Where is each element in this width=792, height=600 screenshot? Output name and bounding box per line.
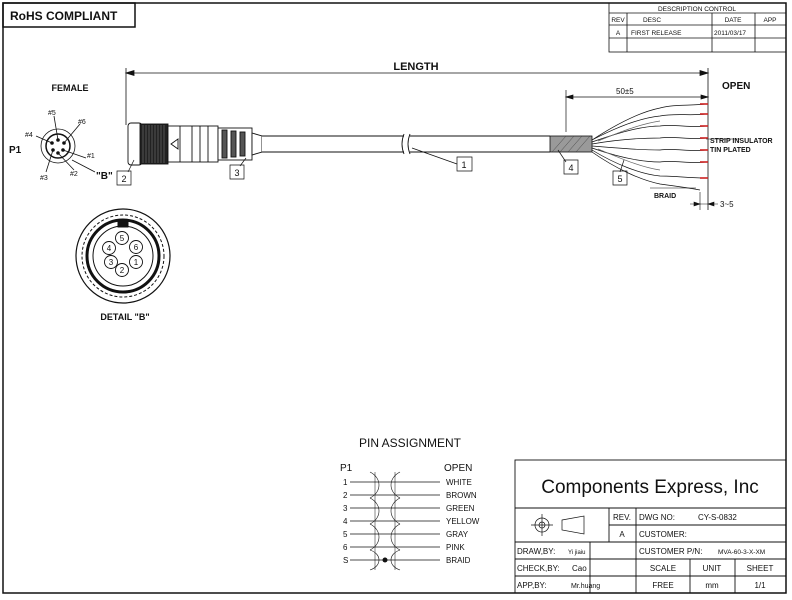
detail-b-pins bbox=[102, 231, 143, 277]
pin-assignment-lines bbox=[350, 471, 440, 571]
p1-label: P1 bbox=[9, 145, 22, 156]
balloon-1-label: 1 bbox=[461, 160, 466, 170]
rev-value: A bbox=[619, 530, 625, 539]
braid-section bbox=[549, 135, 593, 153]
customer-pn-value: MVA-60-3-X-XM bbox=[718, 549, 765, 556]
connector-face-small bbox=[35, 115, 96, 173]
balloon-3-label: 3 bbox=[234, 168, 239, 178]
company-name: Components Express, Inc bbox=[541, 477, 759, 498]
pin-label-4: #4 bbox=[25, 132, 33, 139]
detail-b-view bbox=[75, 208, 171, 304]
pin-label-6: #6 bbox=[78, 119, 86, 126]
revision-row-date: 2011/03/17 bbox=[714, 30, 746, 37]
check-label: CHECK,BY: bbox=[517, 564, 560, 573]
balloon-3 bbox=[229, 157, 247, 180]
pin-number-3: 3 bbox=[343, 504, 348, 513]
dwg-value: CY-S-0832 bbox=[698, 513, 737, 522]
detail-pin-5: 5 bbox=[120, 234, 125, 243]
detail-pin-4: 4 bbox=[107, 244, 112, 253]
dwg-label: DWG NO: bbox=[639, 513, 675, 522]
detail-pin-6: 6 bbox=[134, 243, 139, 252]
wire-color-2: BROWN bbox=[446, 491, 477, 500]
unit-value: mm bbox=[705, 581, 719, 590]
pin-assignment-title: PIN ASSIGNMENT bbox=[359, 436, 462, 450]
braid-label: BRAID bbox=[654, 193, 676, 200]
revision-header-rev: REV bbox=[611, 17, 625, 24]
app-label: APP,BY: bbox=[517, 581, 547, 590]
check-value: Cao bbox=[572, 564, 587, 573]
unit-label: UNIT bbox=[703, 564, 722, 573]
rohs-box bbox=[2, 2, 136, 28]
revision-row-rev: A bbox=[616, 30, 621, 37]
strip-note-line1: STRIP INSULATOR bbox=[710, 138, 773, 145]
wire-color-5: GRAY bbox=[446, 530, 469, 539]
rohs-label: RoHS COMPLIANT bbox=[10, 9, 118, 23]
customer-label: CUSTOMER: bbox=[639, 530, 687, 539]
strip-note-line2: TIN PLATED bbox=[710, 147, 751, 154]
wire-color-braid: BRAID bbox=[446, 556, 471, 565]
balloon-5 bbox=[612, 159, 628, 186]
detail-pin-2: 2 bbox=[120, 266, 125, 275]
pin-number-s: S bbox=[343, 556, 348, 565]
sheet-value: 1/1 bbox=[754, 581, 766, 590]
connector-side-view bbox=[127, 122, 263, 166]
sheet-border bbox=[2, 2, 787, 594]
balloon-5-label: 5 bbox=[617, 174, 622, 184]
revision-header-desc: DESC bbox=[643, 17, 661, 24]
projection-symbol-icon bbox=[531, 514, 585, 536]
pin-assignment-left-header: P1 bbox=[340, 463, 353, 474]
wire-color-1: WHITE bbox=[446, 478, 472, 487]
detail-title: DETAIL "B" bbox=[100, 312, 149, 322]
length-label: LENGTH bbox=[393, 61, 438, 73]
pin-label-5: #5 bbox=[48, 110, 56, 117]
rev-label: REV. bbox=[613, 513, 631, 522]
detail-pin-1: 1 bbox=[134, 258, 139, 267]
tin-dimension bbox=[690, 192, 718, 210]
open-label: OPEN bbox=[722, 81, 750, 92]
detail-reference: "B" bbox=[96, 171, 113, 182]
pin-label-1: #1 bbox=[87, 153, 95, 160]
pin-number-5: 5 bbox=[343, 530, 348, 539]
revision-row-desc: FIRST RELEASE bbox=[631, 30, 682, 37]
pin-number-6: 6 bbox=[343, 543, 348, 552]
female-label: FEMALE bbox=[52, 83, 89, 93]
sheet-label: SHEET bbox=[747, 564, 774, 573]
draw-value: Yi jiaiu bbox=[568, 550, 585, 556]
pin-number-1: 1 bbox=[343, 478, 348, 487]
pin-number-2: 2 bbox=[343, 491, 348, 500]
balloon-2 bbox=[116, 159, 135, 186]
balloon-2-label: 2 bbox=[121, 174, 126, 184]
balloon-4 bbox=[557, 149, 579, 175]
scale-value: FREE bbox=[652, 581, 673, 590]
revision-title: DESCRIPTION CONTROL bbox=[658, 6, 736, 13]
customer-pn-label: CUSTOMER P/N: bbox=[639, 547, 702, 556]
wire-color-4: YELLOW bbox=[446, 517, 480, 526]
revision-header-app: APP bbox=[763, 17, 776, 24]
pin-assignment-right-header: OPEN bbox=[444, 463, 472, 474]
pin-label-3: #3 bbox=[40, 175, 48, 182]
title-block bbox=[514, 459, 787, 594]
draw-label: DRAW,BY: bbox=[517, 547, 555, 556]
wire-color-6: PINK bbox=[446, 543, 465, 552]
detail-pin-3: 3 bbox=[109, 258, 114, 267]
strip-dimension-value: 50±5 bbox=[616, 87, 634, 96]
cable-body bbox=[262, 133, 550, 155]
tin-dimension-value: 3~5 bbox=[720, 200, 734, 209]
open-wires bbox=[591, 103, 707, 191]
scale-label: SCALE bbox=[650, 564, 676, 573]
strip-dimension bbox=[564, 90, 710, 132]
revision-header-date: DATE bbox=[725, 17, 743, 24]
revision-block bbox=[608, 2, 787, 53]
balloon-1 bbox=[411, 147, 473, 172]
wire-tips bbox=[700, 103, 708, 179]
braid-hatching bbox=[551, 135, 591, 153]
app-value: Mr.huang bbox=[571, 583, 600, 590]
braid-connection-dot bbox=[382, 557, 388, 563]
balloon-4-label: 4 bbox=[568, 163, 573, 173]
pin-label-2: #2 bbox=[70, 171, 78, 178]
pin-number-4: 4 bbox=[343, 517, 348, 526]
wire-color-3: GREEN bbox=[446, 504, 475, 513]
